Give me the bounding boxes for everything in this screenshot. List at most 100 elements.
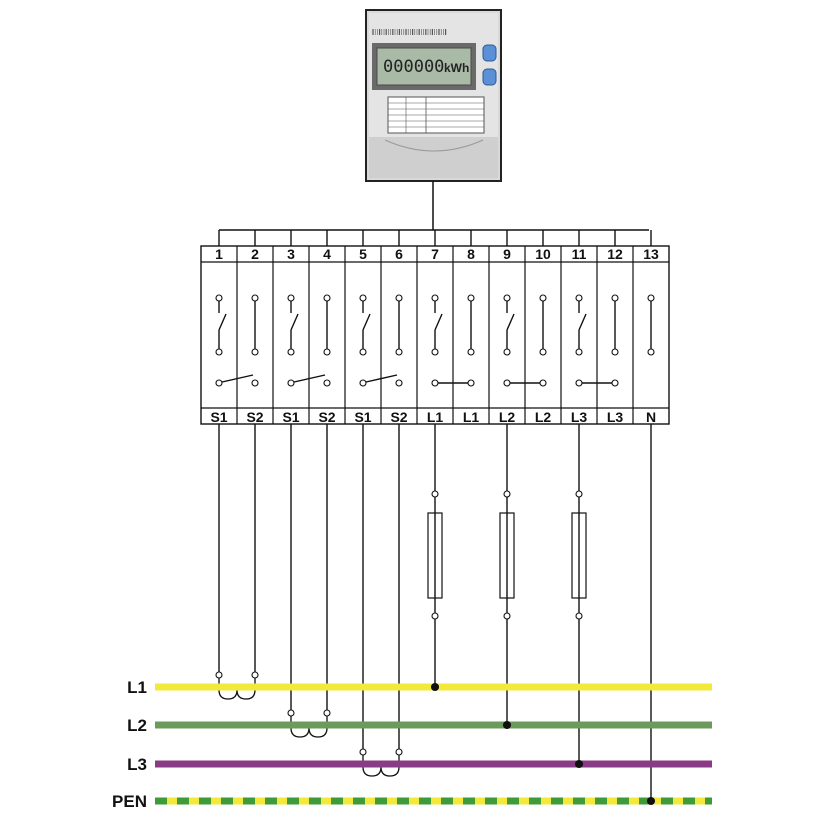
contact-blade <box>362 313 371 331</box>
junction-dot <box>574 759 584 769</box>
contact-top <box>395 294 403 302</box>
bridge-contact-left <box>503 379 511 387</box>
terminal-contact <box>431 294 443 356</box>
field-wiring <box>215 424 652 801</box>
fuse-contact-top <box>431 490 439 498</box>
terminal-label: S1 <box>282 409 299 425</box>
contact-blade <box>578 313 587 331</box>
terminal-block: 1S12S23S14S25S16S27L18L19L210L211L312L31… <box>200 245 670 425</box>
terminal-number: 13 <box>643 246 659 262</box>
meter-button-down[interactable] <box>482 68 497 86</box>
terminal-number: 9 <box>503 246 511 262</box>
terminal-contact <box>323 294 331 356</box>
contact-top <box>215 294 223 302</box>
lcd-screen <box>376 47 472 86</box>
bridge-contact-right <box>467 379 475 387</box>
terminal-number: 10 <box>535 246 551 262</box>
terminal-contact <box>215 294 227 356</box>
terminal-bridge <box>215 374 259 387</box>
fuse-contact-bottom <box>503 612 511 620</box>
fuse-contact-top <box>503 490 511 498</box>
contact-top <box>575 294 583 302</box>
bridge-contact-right <box>251 379 259 387</box>
terminal-number: 8 <box>467 246 475 262</box>
terminal-number: 12 <box>607 246 623 262</box>
bridge-contact-right <box>539 379 547 387</box>
terminal-number: 5 <box>359 246 367 262</box>
ct-terminal <box>323 709 331 717</box>
barcode-icon <box>372 29 447 35</box>
contact-top <box>359 294 367 302</box>
terminal-number: 4 <box>323 246 331 262</box>
bridge-contact-left <box>287 379 295 387</box>
contact-top <box>287 294 295 302</box>
terminal-number: 11 <box>572 246 587 262</box>
terminal-number: 3 <box>287 246 295 262</box>
bridge-contact-right <box>611 379 619 387</box>
ct-terminal <box>395 748 403 756</box>
terminal-contact <box>467 294 475 356</box>
lcd-unit: kWh <box>444 61 469 75</box>
contact-bottom <box>647 348 655 356</box>
contact-bottom <box>503 348 511 356</box>
contact-top <box>467 294 475 302</box>
terminal-number: 7 <box>431 246 439 262</box>
terminal-label: L3 <box>571 409 588 425</box>
contact-bottom <box>431 348 439 356</box>
energy-meter: 000000 kWh <box>365 9 502 182</box>
ct-terminal <box>359 748 367 756</box>
terminal-label: S2 <box>246 409 263 425</box>
contact-bottom <box>323 348 331 356</box>
terminal-label: L2 <box>535 409 552 425</box>
terminal-contact <box>287 294 299 356</box>
terminal-label: S2 <box>390 409 407 425</box>
terminal-contact <box>647 294 655 356</box>
bridge-contact-left <box>359 379 367 387</box>
ct-terminal <box>215 671 223 679</box>
terminal-number: 6 <box>395 246 403 262</box>
terminal-contact <box>611 294 619 356</box>
bridge-open-blade <box>221 374 254 383</box>
terminal-label: L1 <box>463 409 480 425</box>
ct-terminal <box>287 709 295 717</box>
bridge-contact-left <box>215 379 223 387</box>
meter-button-up[interactable] <box>482 44 497 62</box>
contact-bottom <box>467 348 475 356</box>
contact-blade <box>290 313 299 331</box>
contact-bottom <box>539 348 547 356</box>
contact-bottom <box>395 348 403 356</box>
contact-bottom <box>215 348 223 356</box>
contact-bottom <box>575 348 583 356</box>
contact-top <box>611 294 619 302</box>
contact-blade <box>506 313 515 331</box>
busbar-label: L1 <box>127 678 147 697</box>
lcd-value: 000000 <box>383 57 444 77</box>
contact-top <box>503 294 511 302</box>
bridge-contact-left <box>575 379 583 387</box>
terminal-number: 2 <box>251 246 259 262</box>
terminal-label: N <box>646 409 656 425</box>
junction-dot <box>502 720 512 730</box>
bridge-contact-right <box>395 379 403 387</box>
ct-terminal <box>251 671 259 679</box>
terminal-label: S2 <box>318 409 335 425</box>
contact-bottom <box>287 348 295 356</box>
fuse-contact-top <box>575 490 583 498</box>
busbar-label: L2 <box>127 716 147 735</box>
busbar-label: PEN <box>112 792 147 811</box>
contact-top <box>647 294 655 302</box>
terminal-label: L3 <box>607 409 624 425</box>
contact-blade <box>434 313 443 331</box>
terminal-bridge <box>359 374 403 387</box>
terminal-label: L1 <box>427 409 444 425</box>
contact-bottom <box>611 348 619 356</box>
terminal-label: S1 <box>354 409 371 425</box>
terminal-bridge <box>575 379 619 387</box>
bridge-contact-right <box>323 379 331 387</box>
bridge-open-blade <box>293 374 326 383</box>
junction-dot <box>646 796 656 806</box>
terminal-contact <box>539 294 547 356</box>
contact-top <box>251 294 259 302</box>
